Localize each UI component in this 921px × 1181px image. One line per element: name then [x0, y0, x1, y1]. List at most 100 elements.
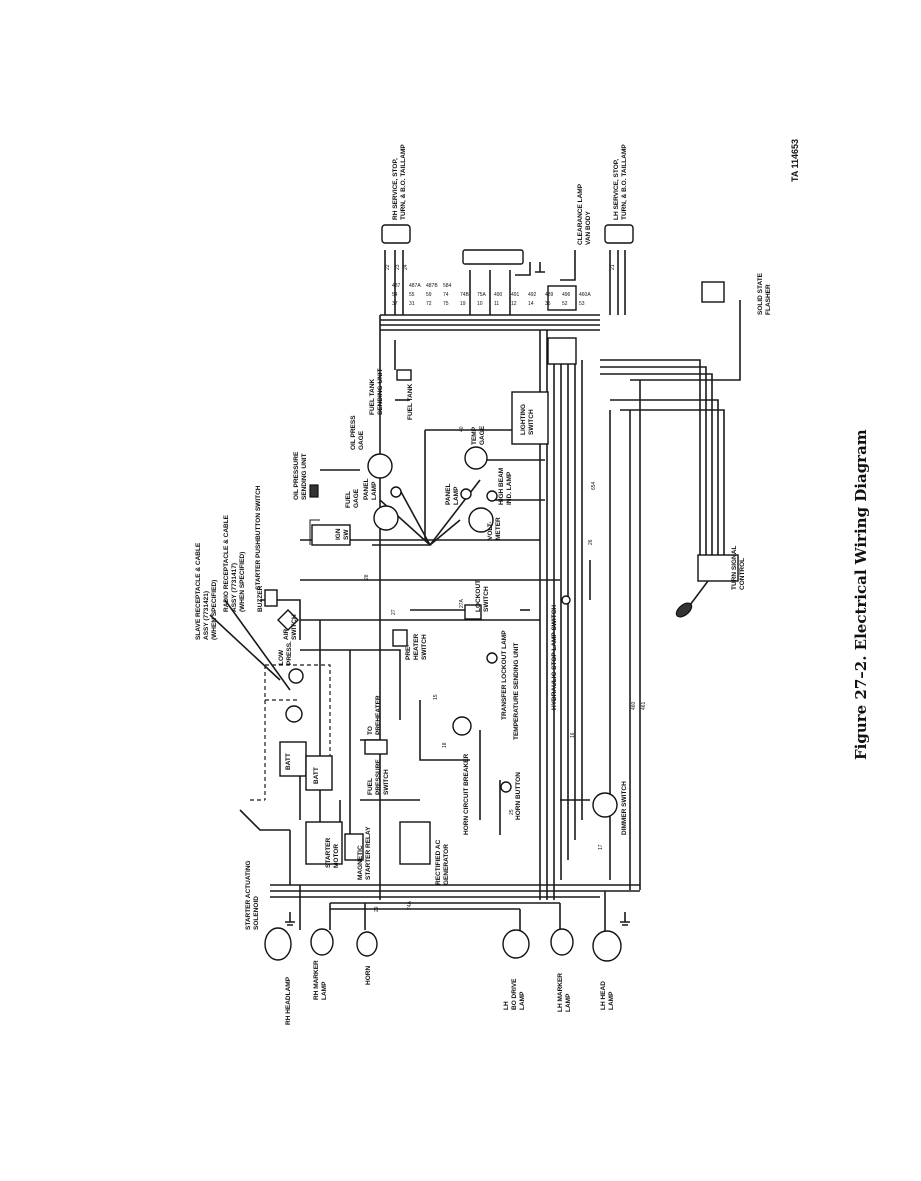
label-temp-gage: GAGE [479, 425, 486, 445]
label-clearance-lamp: CLEARANCE LAMP [577, 183, 584, 245]
label-oil-pressure-unit: SENDING UNIT [301, 453, 308, 500]
figure-caption: Figure 27–2. Electrical Wiring Diagram [852, 429, 870, 760]
label-starter-solenoid: SOLENOID [253, 896, 260, 930]
label-fuel-tank: FUEL TANK [407, 383, 414, 420]
label-turn-signal: TURN SIGNAL [731, 546, 738, 590]
label-hydraulic-stop: HYDRAULIC STOP LAMP SWITCH [551, 605, 558, 710]
label-high-beam: IND. LAMP [506, 471, 513, 505]
lh-bo-drive-lamp [502, 929, 530, 959]
wire-num: 11 [494, 301, 499, 307]
label-slave-receptacle: ASSY (7731421) [203, 591, 210, 640]
label-horn-button: HORN BUTTON [515, 772, 522, 820]
label-slave-receptacle: (WHEN SPECIFIED) [211, 580, 218, 640]
dimmer-switch [592, 792, 618, 818]
label-lh-marker: LH MARKER [557, 973, 564, 1012]
label-temp-gage: TEMP [471, 426, 478, 445]
label-radio-receptacle: (WHEN SPECIFIED) [239, 552, 246, 612]
label-oil-press-gage: OIL PRESS [350, 415, 357, 450]
wire-num: 584 [443, 283, 452, 289]
air-switch [277, 609, 299, 631]
wire-num: 52 [562, 301, 568, 307]
fuel-pressure-switch [364, 739, 388, 755]
label-low-press: PRESS. [286, 641, 293, 665]
wire-num: 490 [494, 292, 503, 298]
label-fuel-tank-unit: FUEL TANK [369, 378, 376, 415]
label-panel-lamp-1: PANEL [363, 478, 370, 500]
label-rh-marker: RH MARKER [313, 960, 320, 1000]
fuel-gage [373, 505, 399, 531]
wire-num: 654 [591, 481, 597, 490]
wire-num: 25 [509, 809, 515, 815]
label-starter-pushbutton: STARTER PUSHBUTTON SWITCH [255, 485, 262, 590]
wire-num: 21 [610, 264, 616, 270]
label-fuel-gage: GAGE [353, 488, 360, 508]
label-panel-lamp-1: LAMP [371, 481, 378, 500]
rh-headlamp [264, 927, 292, 961]
rh-marker-lamp [310, 928, 334, 956]
preheater-switch [392, 629, 408, 647]
lockout-switch [464, 604, 482, 620]
wire-num: 55 [409, 292, 415, 298]
label-voltmeter: VOLT- [487, 521, 494, 540]
label-horn: HORN [365, 966, 372, 985]
flasher [701, 281, 725, 303]
label-horn-breaker: HORN CIRCUIT BREAKER [463, 753, 470, 835]
wire-num: 17 [598, 844, 604, 850]
wire-num: 27 [391, 609, 397, 615]
harness-connector-1 [547, 285, 577, 311]
label-lh-bo-drive: LH [503, 1001, 510, 1010]
label-transfer-lockout-lamp: TRANSFER LOCKOUT LAMP [501, 630, 508, 720]
wire-num: 487A [409, 283, 421, 289]
lh-marker-lamp [550, 928, 574, 956]
label-lockout-switch: SWITCH [483, 586, 490, 612]
wire-num: 487B [426, 283, 438, 289]
wire-num: 18 [442, 742, 448, 748]
label-to-preheater: PREHEATER [375, 695, 382, 735]
label-flasher: SOLID STATE [757, 272, 764, 315]
label-oil-pressure-unit: OIL PRESSURE [293, 451, 300, 500]
wire-num: 496 [562, 292, 571, 298]
label-high-beam: HIGH BEAM [498, 468, 505, 505]
optional-receptacle-circuit [250, 664, 331, 801]
wire-num: 35 [545, 301, 551, 307]
horn-component [356, 931, 378, 957]
component-labels: RH SERVICE, STOP, TURN, & B.O. TAILLAMP … [195, 144, 772, 1025]
label-rh-taillamp: RH SERVICE, STOP, [392, 158, 399, 220]
label-fuel-pressure-switch: PRESSURE [375, 759, 382, 795]
rectified-ac-generator [399, 821, 431, 865]
wire-num: 460A [579, 292, 591, 298]
voltmeter [468, 507, 494, 533]
oil-pressure-sending-unit [309, 484, 319, 498]
wire-num: 19 [460, 301, 466, 307]
label-rh-marker: LAMP [321, 981, 328, 1000]
wire-num: 461 [641, 701, 647, 710]
high-beam-lamp [486, 490, 498, 502]
label-starter-motor: STARTER [325, 837, 332, 868]
transfer-lockout-lamp [486, 652, 498, 664]
label-panel-lamp-2: PANEL [445, 483, 452, 505]
label-fuel-tank-unit: SENDING UNIT [377, 368, 384, 415]
label-starter-solenoid: STARTER ACTUATING [245, 860, 252, 930]
label-fuel-pressure-switch: SWITCH [383, 769, 390, 795]
wire-num: 72 [426, 301, 432, 307]
wire-num: 12 [511, 301, 517, 307]
lh-headlamp [592, 930, 622, 962]
label-flasher: FLASHER [765, 284, 772, 315]
label-preheater-switch: HEATER [413, 633, 420, 660]
wire-num: 74A [407, 900, 413, 910]
label-to-preheater: TO [367, 726, 374, 735]
label-air-switch: AIR [283, 629, 290, 641]
label-lockout-switch: LOCKOUT [475, 580, 482, 612]
label-fuel-gage: FUEL [345, 491, 352, 508]
label-radio-receptacle: RADIO RECEPTACLE & CABLE [223, 514, 230, 612]
rear-connector [462, 249, 524, 265]
magnetic-starter-relay [344, 833, 364, 861]
label-lighting-switch: LIGHTING [520, 404, 527, 435]
wire-num: 460 [631, 701, 637, 710]
label-magnetic-relay: MAGNETIC [357, 845, 364, 880]
label-fuel-pressure-switch: FUEL [367, 778, 374, 795]
label-lh-marker: LAMP [565, 993, 572, 1012]
wire-num: 29 [374, 906, 380, 912]
